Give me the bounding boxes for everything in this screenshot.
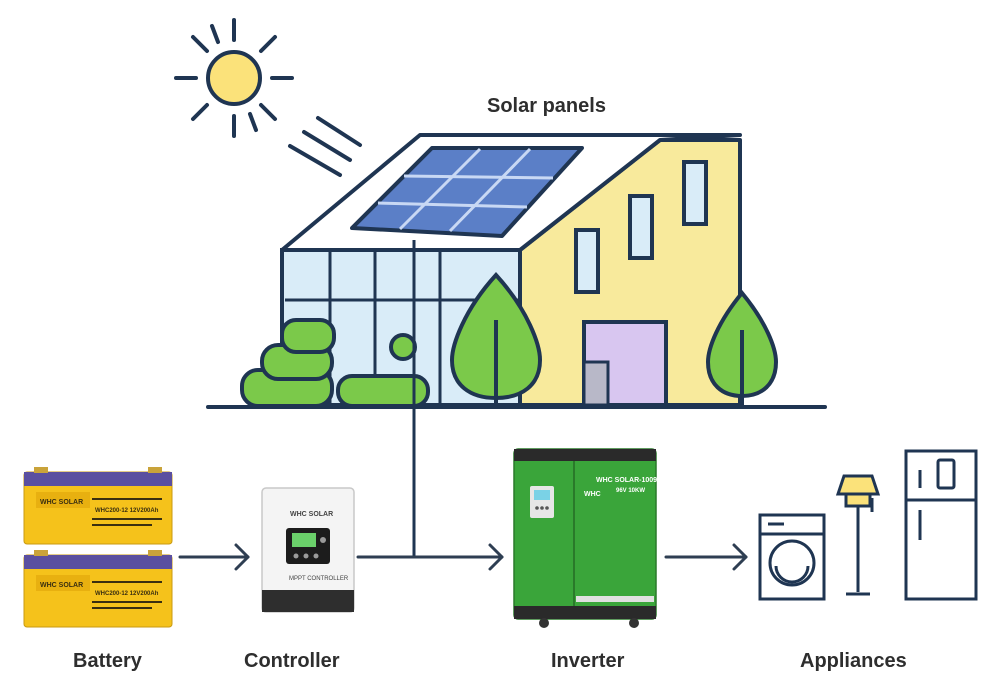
washing-machine-icon — [758, 513, 826, 601]
battery-unit-top: WHC SOLAR WHC200-12 12V200Ah — [23, 467, 173, 545]
solar-panels-label: Solar panels — [487, 95, 606, 117]
floor-lamp-icon — [835, 474, 881, 596]
charge-controller: WHC SOLAR MPPT CONTROLLER — [261, 487, 355, 613]
battery-brand: WHC SOLAR — [40, 499, 83, 506]
inverter-label: Inverter — [551, 650, 625, 672]
controller-text: MPPT CONTROLLER — [289, 576, 349, 582]
inverter-brand: WHC SOLAR-10096 — [596, 477, 661, 484]
battery-model: WHC200-12 12V200Ah — [95, 591, 159, 597]
solar-panel-icon — [350, 146, 584, 238]
inverter-logo: WHC — [584, 491, 601, 498]
bush-icon — [240, 318, 430, 408]
battery-brand: WHC SOLAR — [40, 582, 83, 589]
controller-label: Controller — [244, 650, 340, 672]
tree-icon — [705, 289, 779, 405]
inverter-spec: 96V 10KW — [616, 488, 645, 494]
sun-icon — [174, 18, 294, 138]
sun-rays-icon — [288, 116, 362, 177]
inverter-unit: WHC WHC SOLAR-10096 96V 10KW — [513, 448, 661, 628]
tree-icon — [449, 272, 543, 405]
battery-model: WHC200-12 12V200Ah — [95, 508, 159, 514]
controller-brand: WHC SOLAR — [290, 511, 333, 518]
refrigerator-icon — [904, 449, 978, 601]
appliances-label: Appliances — [800, 650, 907, 672]
arrow-controller-to-inverter — [356, 543, 504, 571]
arrow-inverter-to-appliances — [664, 543, 748, 571]
battery-unit-bottom: WHC SOLAR WHC200-12 12V200Ah — [23, 550, 173, 628]
battery-label: Battery — [73, 650, 142, 672]
arrow-battery-to-controller — [178, 543, 250, 571]
